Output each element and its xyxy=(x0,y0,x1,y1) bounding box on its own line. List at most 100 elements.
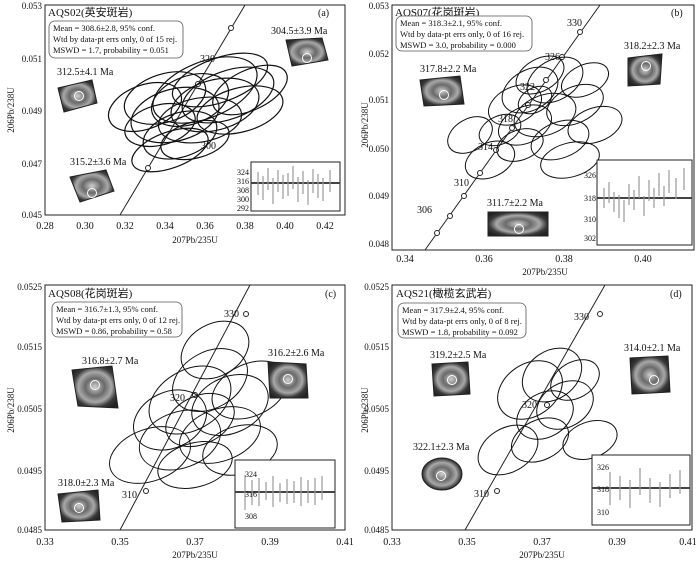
zircon-age-label: 322.1±2.3 Ma xyxy=(413,442,470,453)
panel-title: AQS07(花岗斑岩) xyxy=(395,5,480,19)
inset-tick: 316 xyxy=(245,490,257,499)
stats-box: Mean = 316.7±1.3, 95% conf. Wtd by data-… xyxy=(51,301,183,338)
inset-tick: 292 xyxy=(237,204,249,213)
stats-line-3: MSWD = 3.0, probability = 0.000 xyxy=(400,40,516,50)
inset-tick: 326 xyxy=(584,171,596,180)
y-tick-label: 0.0485 xyxy=(364,525,389,535)
concordia-label: 326 xyxy=(545,52,560,63)
stats-line-3: MSWD = 0.86, probability = 0.58 xyxy=(56,326,172,336)
inset-tick: 318 xyxy=(584,194,596,203)
x-tick-label: 0.33 xyxy=(383,537,401,548)
concordia-label: 330 xyxy=(224,309,239,320)
x-tick-label: 0.38 xyxy=(555,254,573,265)
concordia-age-marker xyxy=(228,25,234,31)
x-axis-label: 207Pb/235U xyxy=(172,550,218,560)
concordia-label: 310 xyxy=(122,490,137,501)
concordia-age-marker xyxy=(145,165,151,171)
y-tick-label: 0.0525 xyxy=(17,282,42,292)
concordia-age-marker xyxy=(143,488,149,494)
concordia-label: 310 xyxy=(474,489,489,500)
stats-box: Mean = 318.3±2.1, 95% conf. Wtd by data-… xyxy=(395,15,533,52)
panel-b: AQS07(花岗斑岩) (b) Mean = 318.3±2.1, 95% co… xyxy=(360,1,695,277)
concordia-age-marker xyxy=(493,147,499,153)
y-axis-label: 206Pb/238U xyxy=(360,387,370,433)
panel-label: (a) xyxy=(318,8,329,19)
x-tick-label: 0.28 xyxy=(36,221,54,232)
zircon-age-label: 316.8±2.7 Ma xyxy=(82,356,139,367)
plot-frame xyxy=(391,284,693,531)
x-tick-label: 0.34 xyxy=(396,254,414,265)
concordia-label: 320 xyxy=(522,400,537,411)
zircon-cl-image xyxy=(69,169,115,203)
y-tick-label: 0.053 xyxy=(369,1,390,11)
zircon-cl-image xyxy=(285,37,329,67)
x-tick-label: 0.41 xyxy=(679,537,697,548)
error-ellipses xyxy=(107,52,288,173)
inset-tick: 326 xyxy=(597,463,609,472)
panel-title: AQS21(橄榄玄武岩) xyxy=(396,286,492,300)
zircon-cl-image xyxy=(57,79,98,113)
concordia-label: 300 xyxy=(201,141,216,152)
inset-tick: 324 xyxy=(245,470,257,479)
x-axis-label: 207Pb/235U xyxy=(519,550,565,560)
panel-title: AQS02(英安斑岩) xyxy=(48,5,133,19)
concordia-age-marker xyxy=(434,230,440,236)
y-tick-label: 0.045 xyxy=(22,210,43,220)
x-tick-label: 0.36 xyxy=(475,254,493,265)
inset-tick: 324 xyxy=(237,168,249,177)
zircon-age-label: 315.2±3.6 Ma xyxy=(70,157,127,168)
x-tick-label: 0.32 xyxy=(116,221,134,232)
inset-tick: 308 xyxy=(245,512,257,521)
panel-c: AQS08(花岗斑岩) (c) Mean = 316.7±1.3, 95% co… xyxy=(6,282,354,560)
y-axis-label: 206Pb/238U xyxy=(360,102,370,148)
y-tick-label: 0.048 xyxy=(369,239,390,249)
concordia-age-marker xyxy=(543,77,549,83)
x-tick-label: 0.39 xyxy=(261,537,279,548)
concordia-age-marker xyxy=(494,488,500,494)
concordia-age-marker xyxy=(544,402,550,408)
zircon-cl-image xyxy=(627,53,663,87)
stats-line-3: MSWD = 1.7, probability = 0.051 xyxy=(53,45,169,55)
x-tick-label: 0.40 xyxy=(276,221,294,232)
y-tick-label: 0.049 xyxy=(22,106,43,116)
x-tick-label: 0.33 xyxy=(36,537,54,548)
x-tick-label: 0.36 xyxy=(196,221,214,232)
y-tick-label: 0.051 xyxy=(22,54,42,64)
concordia-age-marker xyxy=(597,311,603,317)
plot-frame xyxy=(391,4,695,251)
y-tick-label: 0.051 xyxy=(369,95,389,105)
y-tick-label: 0.0505 xyxy=(364,404,389,414)
y-axis-label: 206Pb/238U xyxy=(6,387,16,433)
concordia-age-marker xyxy=(577,29,583,35)
weighted-mean-inset: 326 318 310 xyxy=(591,454,691,526)
x-tick-label: 0.41 xyxy=(336,537,354,548)
zircon-cl-image xyxy=(487,211,549,237)
y-tick-label: 0.0515 xyxy=(364,342,389,352)
y-tick-label: 0.0495 xyxy=(17,466,42,476)
zircon-age-label: 316.2±2.6 Ma xyxy=(268,348,325,359)
zircon-age-label: 311.7±2.2 Ma xyxy=(487,198,544,209)
stats-box: Mean = 308.6±2.8, 95% conf. Wtd by data-… xyxy=(48,20,184,59)
y-tick-label: 0.052 xyxy=(369,49,389,59)
stats-line-2: Wtd by data-pt errs only, 0 of 15 rej. xyxy=(53,34,177,44)
zircon-age-label: 312.5±4.1 Ma xyxy=(57,67,114,78)
concordia-label: 330 xyxy=(567,18,582,29)
stats-box: Mean = 317.9±2.4, 95% conf. Wtd by data-… xyxy=(397,302,527,339)
error-ellipses xyxy=(447,55,623,180)
stats-line-1: Mean = 317.9±2.4, 95% conf. xyxy=(402,305,504,315)
concordia-age-marker xyxy=(243,311,249,317)
x-tick-label: 0.37 xyxy=(533,537,551,548)
inset-tick: 316 xyxy=(237,177,249,186)
weighted-mean-inset: 324 316 308 xyxy=(234,459,336,529)
y-tick-label: 0.049 xyxy=(369,191,390,201)
zircon-cl-image xyxy=(71,365,119,409)
x-tick-label: 0.35 xyxy=(458,537,476,548)
concordia-label: 310 xyxy=(454,178,469,189)
inset-tick: 310 xyxy=(584,215,596,224)
x-tick-label: 0.40 xyxy=(634,254,652,265)
y-tick-label: 0.0505 xyxy=(17,404,42,414)
stats-line-1: Mean = 308.6±2.8, 95% conf. xyxy=(53,23,155,33)
x-tick-label: 0.38 xyxy=(236,221,254,232)
zircon-age-label: 319.2±2.5 Ma xyxy=(430,350,487,361)
